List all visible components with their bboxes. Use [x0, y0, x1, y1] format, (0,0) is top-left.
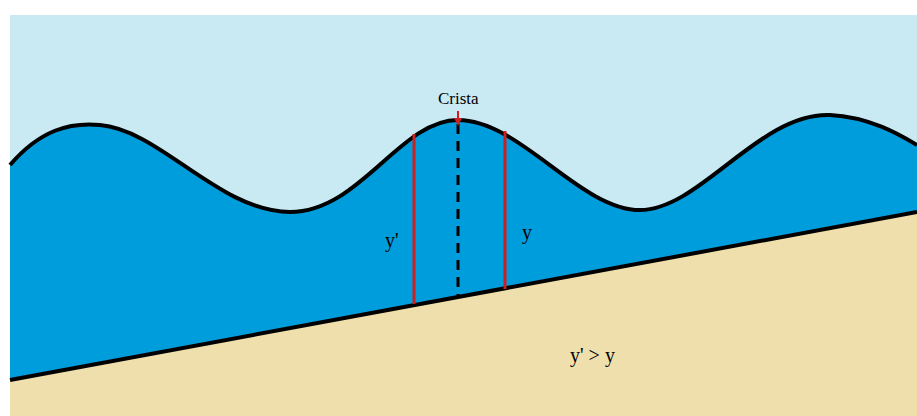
bed-line [10, 212, 917, 380]
depth-line [413, 134, 416, 304]
depth-label: y [522, 222, 532, 242]
sea-bed [10, 212, 917, 416]
crest-arrowhead [454, 118, 462, 126]
crest-axis [457, 124, 460, 296]
crest-label: Crista [438, 90, 479, 107]
crest-pointer [457, 111, 459, 119]
comparison-note: y' > y [570, 345, 615, 365]
depth-label: y' [385, 230, 399, 250]
sky [10, 15, 917, 416]
wave-outline [10, 115, 917, 212]
depth-line [504, 131, 507, 289]
